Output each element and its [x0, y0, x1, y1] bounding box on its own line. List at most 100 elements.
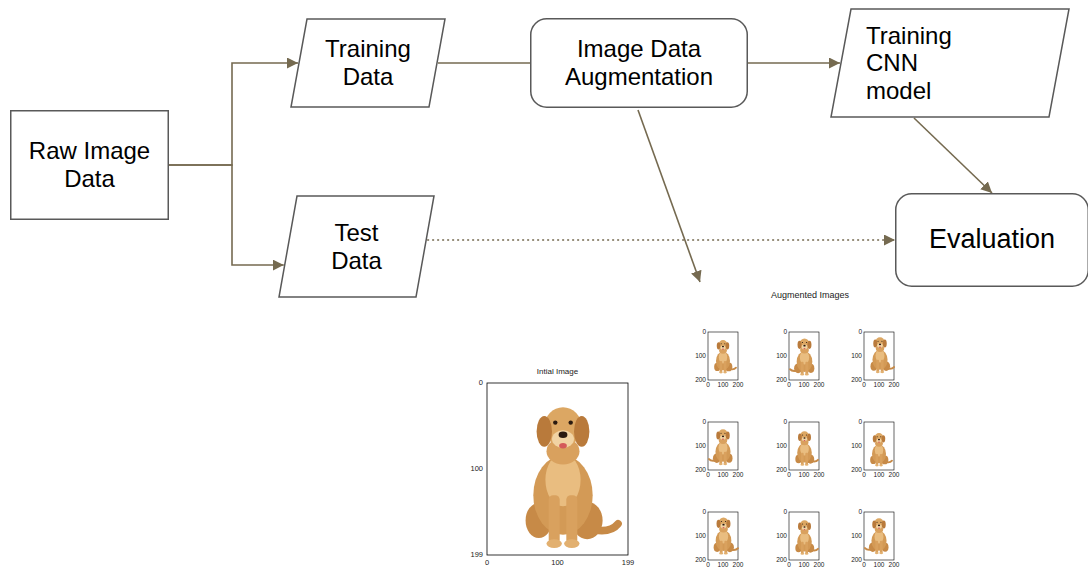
flow-arrow [169, 63, 298, 165]
axis-tick: 200 [851, 557, 862, 564]
axis-tick: 100 [851, 443, 862, 450]
axis-tick: 100 [776, 443, 787, 450]
plot-axes [708, 422, 738, 470]
process-box: Evaluation [895, 193, 1088, 287]
dog-image [795, 520, 818, 555]
flow-arrow [438, 62, 530, 64]
axis-tick: 100 [874, 562, 885, 569]
dog-image [870, 433, 892, 466]
axis-tick: 199 [622, 559, 635, 567]
node-label: Raw Image Data [22, 137, 157, 192]
axis-tick: 200 [776, 377, 787, 384]
text-block: Image Data Augmentation [544, 35, 734, 90]
axis-tick: 100 [695, 533, 706, 540]
axis-tick: 0 [862, 472, 866, 479]
plot-axes [708, 512, 738, 560]
plot-axes [789, 512, 819, 560]
axis-tick: 0 [783, 329, 787, 336]
axis-tick: 200 [851, 377, 862, 384]
node-label: Training Data [318, 35, 418, 90]
axis-tick: 100 [470, 465, 483, 473]
axis-tick: 100 [851, 353, 862, 360]
axis-tick: 0 [783, 419, 787, 426]
axis-tick: 200 [814, 382, 825, 389]
plot-axes [864, 332, 894, 380]
axis-tick: 0 [787, 472, 791, 479]
axis-tick: 100 [718, 472, 729, 479]
axis-tick: 0 [479, 379, 483, 387]
dog-image [714, 340, 736, 373]
data-parallelogram: Test Data [278, 195, 435, 298]
box-shape [531, 19, 748, 108]
axis-tick: 0 [702, 509, 706, 516]
dog-image [870, 337, 894, 373]
axis-tick: 200 [733, 382, 744, 389]
box-shape [11, 111, 169, 220]
plot-axes [487, 383, 628, 555]
plot-axes [789, 332, 819, 380]
axis-tick: 0 [706, 472, 710, 479]
axis-tick: 200 [889, 562, 900, 569]
plot-axes [789, 422, 819, 470]
parallelogram-shape [291, 19, 445, 107]
flow-arrow [748, 62, 840, 64]
dog-image [865, 518, 889, 554]
axis-tick: 100 [851, 533, 862, 540]
axis-tick: 0 [862, 562, 866, 569]
axis-tick: 100 [551, 559, 564, 567]
axis-tick: 100 [799, 472, 810, 479]
axis-tick: 200 [814, 562, 825, 569]
axis-tick: 100 [799, 562, 810, 569]
plot-title: Augmented Images [771, 291, 849, 300]
plot-axes [708, 332, 738, 380]
node-label: Evaluation [907, 224, 1077, 255]
leader-arrow [638, 110, 700, 282]
node-label: Training CNN model [866, 22, 966, 105]
axis-tick: 100 [718, 382, 729, 389]
axis-tick: 0 [858, 329, 862, 336]
flow-arrow [914, 118, 992, 193]
axis-tick: 0 [787, 562, 791, 569]
plot-title: Intial Image [537, 368, 578, 376]
dog-image [790, 338, 814, 375]
axis-tick: 200 [889, 382, 900, 389]
dog-image [795, 431, 818, 466]
node-label: Image Data Augmentation [544, 35, 734, 90]
axis-tick: 200 [851, 467, 862, 474]
box-shape [896, 194, 1088, 287]
axis-tick: 200 [733, 472, 744, 479]
axis-tick: 0 [702, 419, 706, 426]
flow-arrow [169, 165, 284, 265]
process-box: Raw Image Data [10, 110, 169, 220]
axis-tick: 0 [706, 382, 710, 389]
axis-tick: 100 [718, 562, 729, 569]
axis-tick: 100 [776, 533, 787, 540]
axis-tick: 0 [706, 562, 710, 569]
data-parallelogram: Training CNN model [830, 8, 1070, 118]
dog-image [709, 429, 733, 465]
axis-tick: 200 [695, 377, 706, 384]
process-box: Image Data Augmentation [530, 18, 748, 108]
axis-tick: 100 [874, 382, 885, 389]
flow-arrow [427, 239, 895, 241]
axis-tick: 0 [783, 509, 787, 516]
parallelogram-shape [279, 196, 434, 297]
text-block: Training CNN model [866, 22, 966, 105]
axis-tick: 100 [695, 353, 706, 360]
plot-axes [864, 422, 894, 470]
axis-tick: 0 [485, 559, 489, 567]
axis-tick: 0 [862, 382, 866, 389]
plot-axes [864, 512, 894, 560]
dog-image [714, 517, 738, 554]
text-block: Training Data [318, 35, 418, 90]
axis-tick: 200 [733, 562, 744, 569]
axis-tick: 0 [702, 329, 706, 336]
axis-tick: 200 [776, 557, 787, 564]
axis-tick: 100 [776, 353, 787, 360]
axis-tick: 200 [695, 467, 706, 474]
axis-tick: 0 [787, 382, 791, 389]
axis-tick: 200 [695, 557, 706, 564]
axis-tick: 199 [470, 551, 483, 559]
axis-tick: 100 [799, 382, 810, 389]
